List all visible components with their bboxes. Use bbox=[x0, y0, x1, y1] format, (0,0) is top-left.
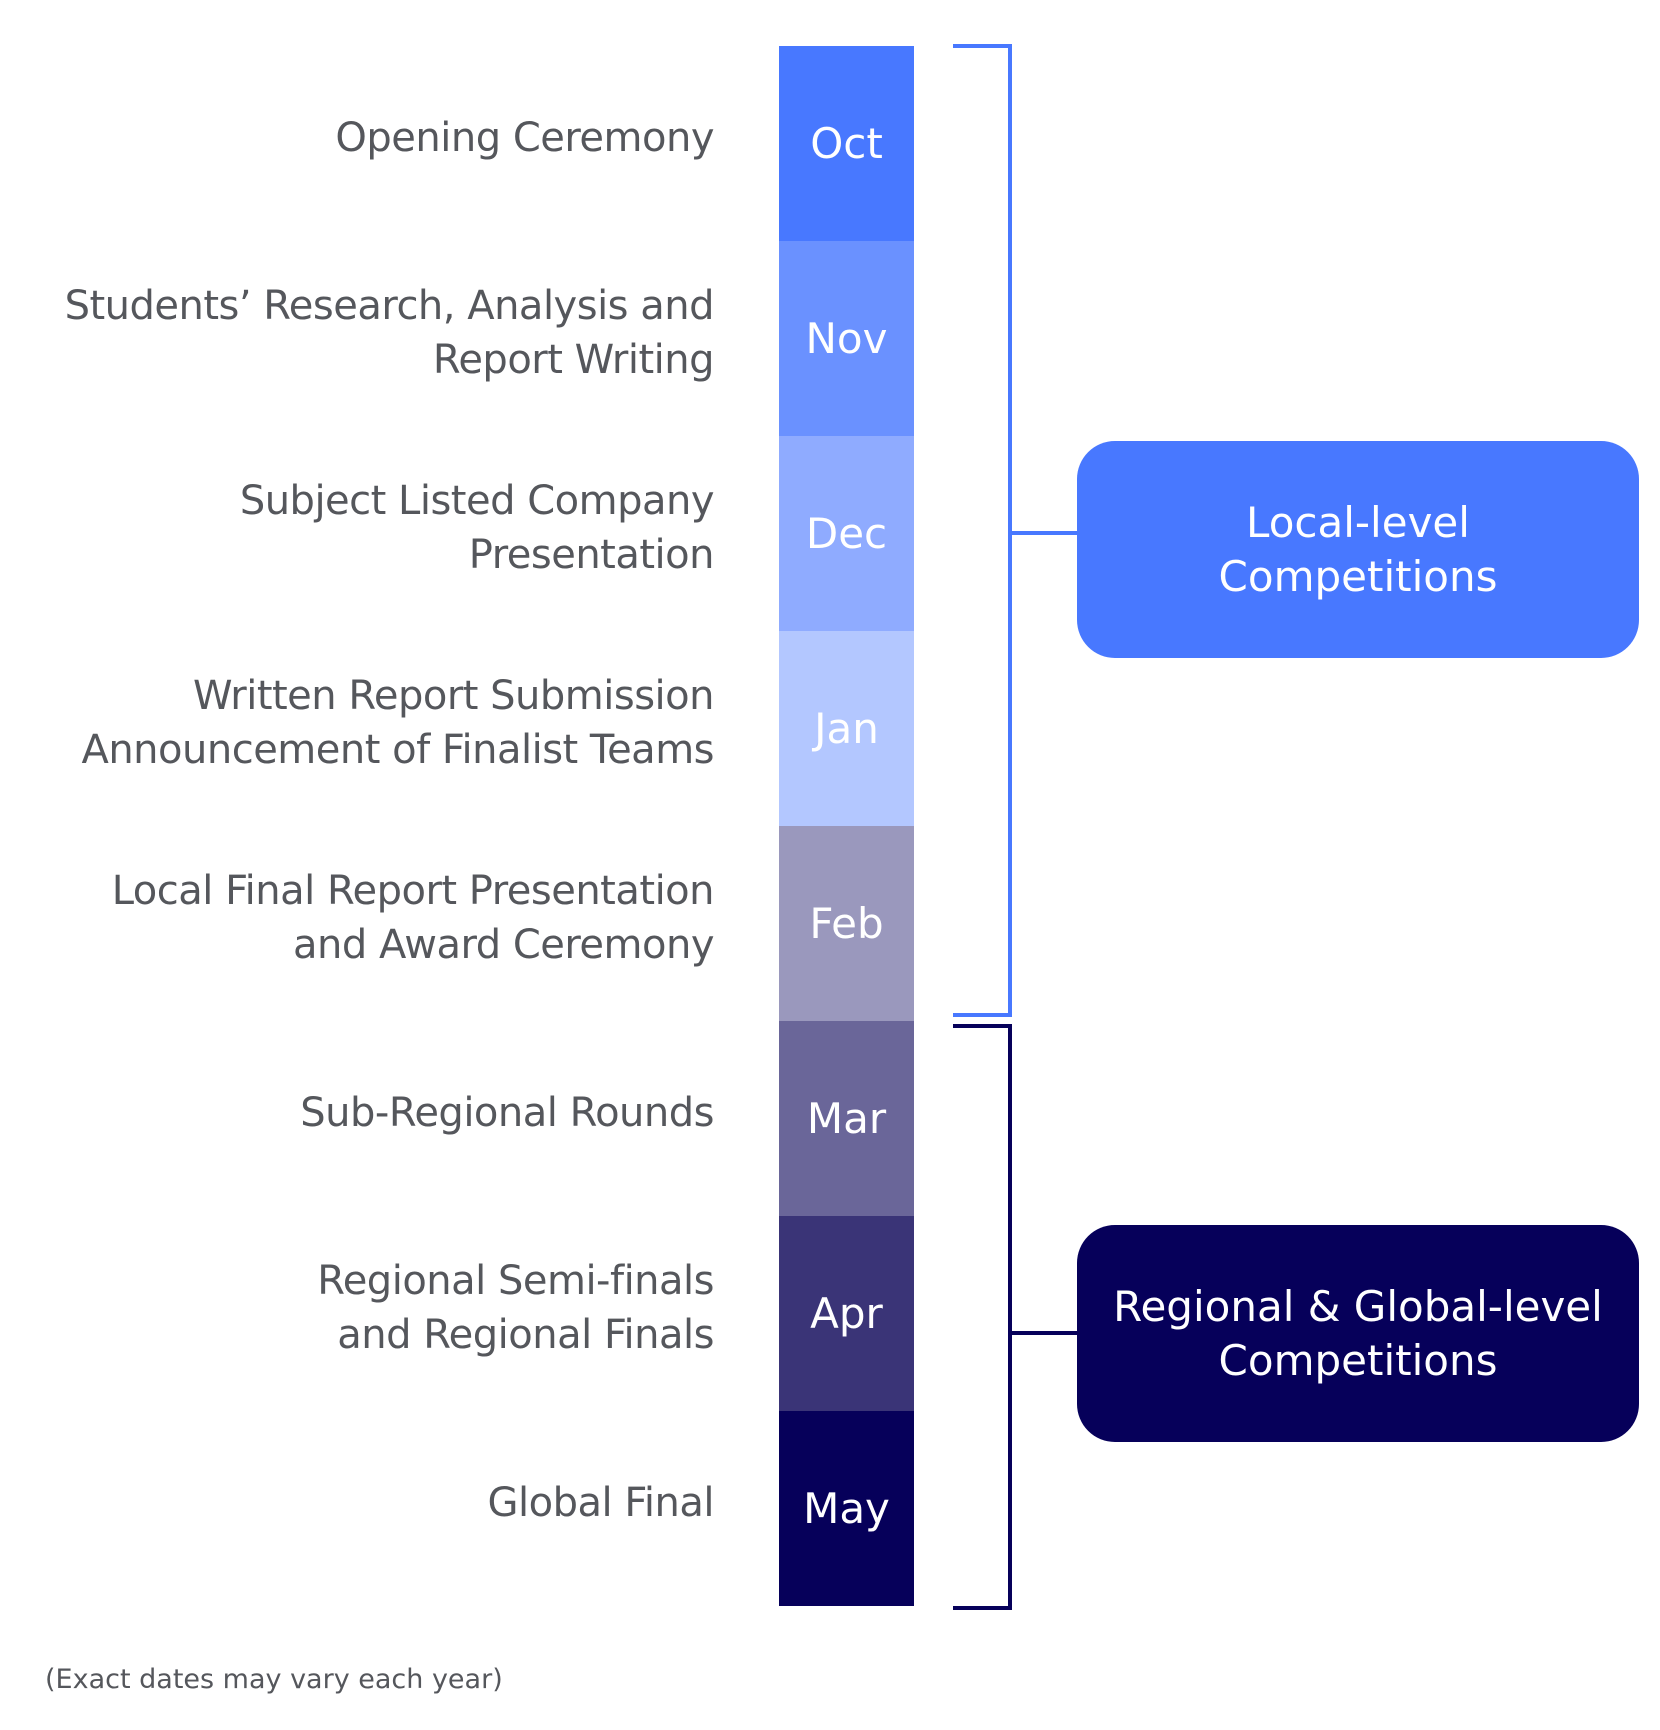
month-label: Mar bbox=[806, 1094, 887, 1143]
local-connector bbox=[1011, 531, 1077, 535]
local-level-title-line-2: Competitions bbox=[1218, 551, 1498, 601]
stage-label-line: Sub-Regional Rounds bbox=[300, 1089, 714, 1136]
stage-label-apr: Regional Semi-finals and Regional Finals bbox=[0, 1210, 714, 1405]
month-segment-mar: Mar bbox=[779, 1021, 914, 1216]
month-label: Apr bbox=[810, 1289, 883, 1338]
month-label: Oct bbox=[810, 119, 883, 168]
regional-bracket bbox=[953, 1024, 1012, 1610]
regional-title-line-2: Competitions bbox=[1218, 1335, 1498, 1385]
stage-label-line: Opening Ceremony bbox=[335, 114, 714, 161]
stage-label-line: Global Final bbox=[487, 1479, 715, 1526]
month-label: Dec bbox=[805, 509, 888, 558]
stage-label-line: Students’ Research, Analysis and bbox=[64, 282, 715, 329]
local-bracket bbox=[953, 44, 1012, 1017]
stage-label-oct: Opening Ceremony bbox=[0, 40, 714, 235]
stage-label-line: Subject Listed Company bbox=[239, 477, 715, 524]
month-segment-oct: Oct bbox=[779, 46, 914, 241]
month-label: May bbox=[803, 1484, 890, 1533]
stage-label-line: Regional Semi-finals bbox=[317, 1257, 714, 1304]
regional-title-line-1: Regional & Global-level bbox=[1113, 1281, 1603, 1331]
stage-label-line: and Regional Finals bbox=[337, 1311, 714, 1358]
local-level-title-line-1: Local-level bbox=[1246, 497, 1470, 547]
footnote: (Exact dates may vary each year) bbox=[45, 1664, 503, 1695]
month-segment-dec: Dec bbox=[779, 436, 914, 631]
stage-label-line: and Award Ceremony bbox=[293, 921, 714, 968]
month-label: Jan bbox=[814, 704, 879, 753]
stage-label-may: Global Final bbox=[0, 1405, 715, 1600]
stage-label-line: Written Report Submission bbox=[193, 672, 715, 719]
month-label: Nov bbox=[805, 314, 888, 363]
month-segment-jan: Jan bbox=[779, 631, 914, 826]
stage-label-line: Announcement of Finalist Teams bbox=[81, 726, 714, 773]
local-level-box: Local-level Competitions bbox=[1077, 441, 1639, 658]
month-segment-apr: Apr bbox=[779, 1216, 914, 1411]
regional-global-level-box: Regional & Global-level Competitions bbox=[1077, 1225, 1639, 1442]
stage-label-line: Report Writing bbox=[432, 336, 715, 383]
stage-label-line: Local Final Report Presentation bbox=[111, 867, 715, 914]
month-label: Feb bbox=[809, 899, 884, 948]
month-segment-may: May bbox=[779, 1411, 914, 1606]
stage-label-mar: Sub-Regional Rounds bbox=[0, 1015, 714, 1210]
month-segment-nov: Nov bbox=[779, 241, 914, 436]
month-segment-feb: Feb bbox=[779, 826, 914, 1021]
stage-label-line: Presentation bbox=[468, 531, 715, 578]
stage-label-feb: Local Final Report Presentation and Award… bbox=[0, 820, 715, 1015]
regional-connector bbox=[1011, 1331, 1077, 1335]
